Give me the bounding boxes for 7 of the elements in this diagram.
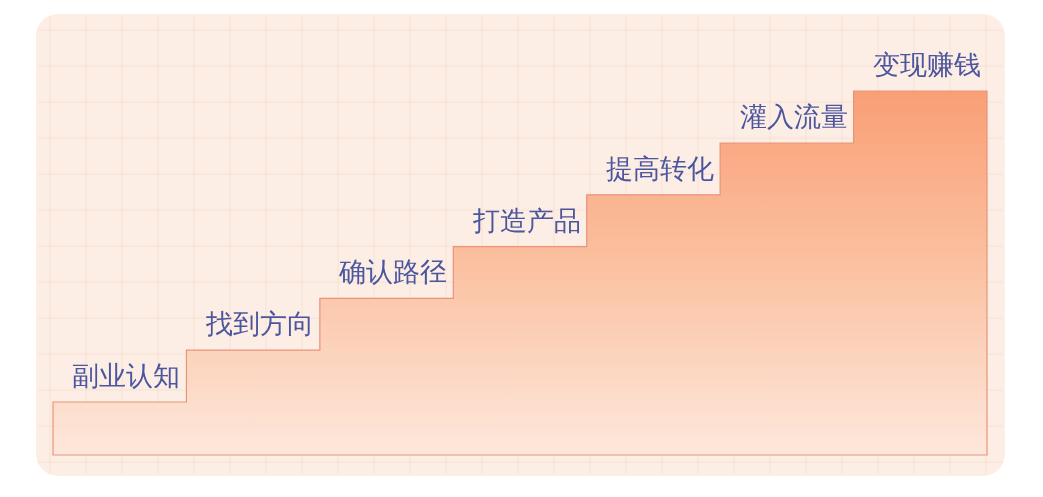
step-label: 打造产品 (472, 204, 581, 237)
step-label: 副业认知 (72, 360, 181, 392)
step-label: 变现赚钱 (873, 49, 981, 82)
step-label: 找到方向 (205, 308, 314, 341)
step-label: 灌入流量 (739, 101, 848, 133)
step-label: 提高转化 (606, 152, 715, 185)
step-label: 确认路径 (339, 256, 448, 289)
